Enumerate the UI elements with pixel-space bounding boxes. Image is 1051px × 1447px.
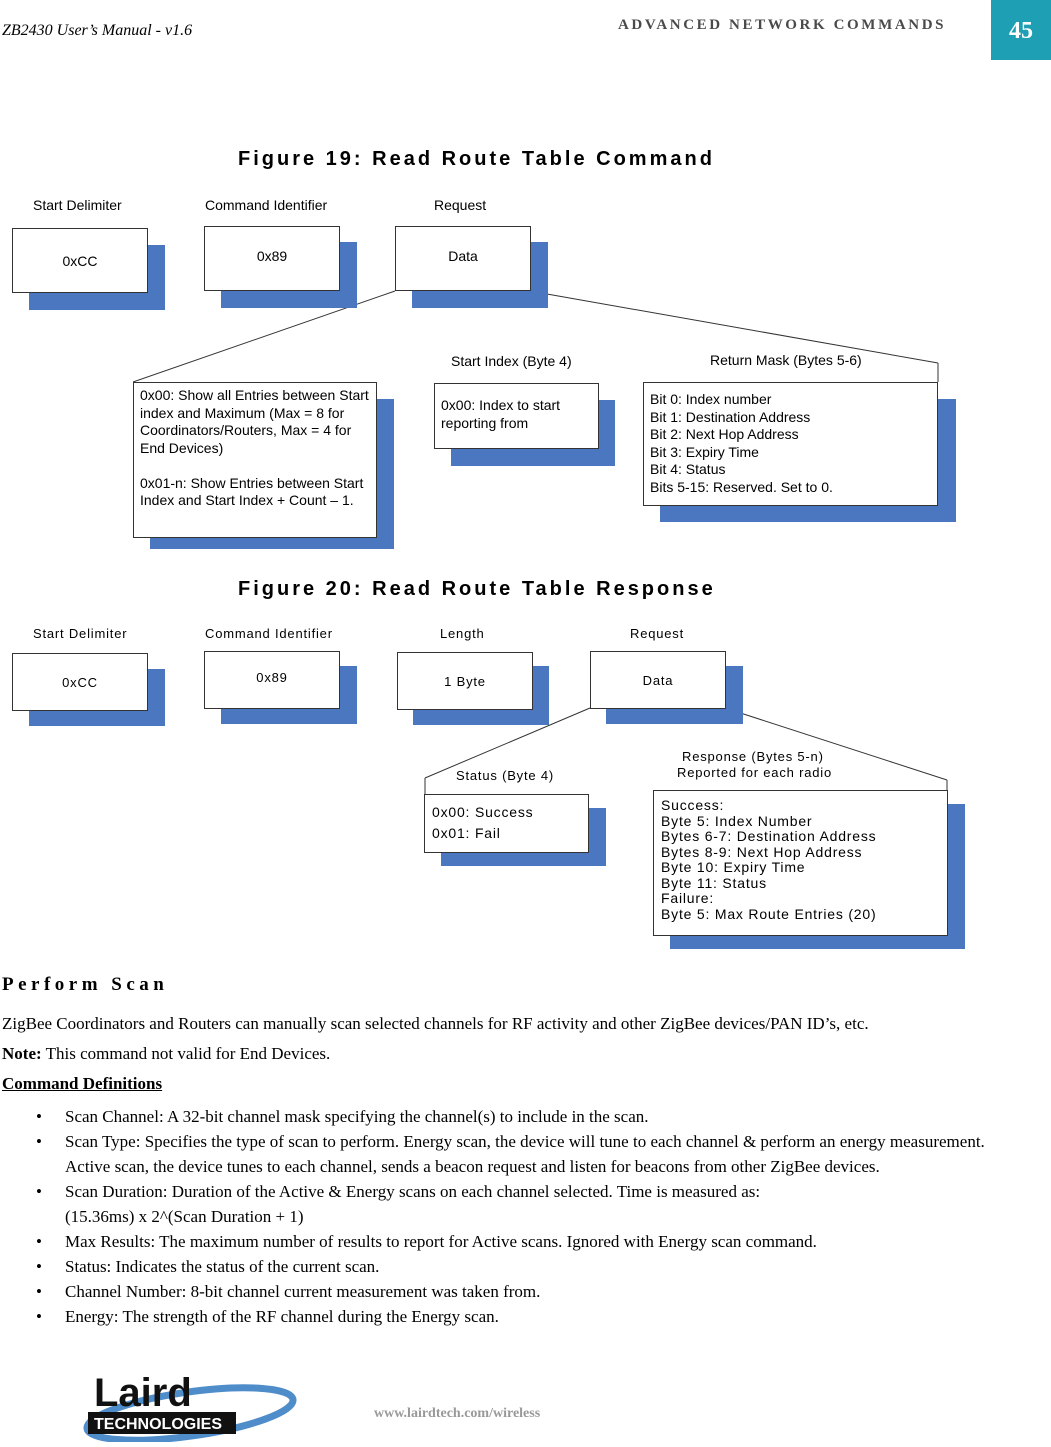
fig19-cmd-value: 0x89 <box>204 226 340 291</box>
fig20-status-text: 0x00: Success 0x01: Fail <box>424 794 589 853</box>
fig20-response-sublabel: Reported for each radio <box>677 765 832 780</box>
fig20-length-label: Length <box>440 626 485 641</box>
fig20-response-label: Response (Bytes 5-n) <box>682 749 824 764</box>
list-item: • Scan Type: Specifies the type of scan t… <box>36 1129 986 1179</box>
list-item: • Status: Indicates the status of the cur… <box>36 1254 986 1279</box>
figure-19-title: Figure 19: Read Route Table Command <box>238 148 715 170</box>
fig20-start-delimiter-label: Start Delimiter <box>33 626 128 641</box>
definitions-list: • Scan Channel: A 32-bit channel mask spe… <box>36 1104 986 1329</box>
fig20-request-label: Request <box>630 626 685 641</box>
fig20-response-text: Success: Byte 5: Index Number Bytes 6-7:… <box>653 790 948 936</box>
fig19-start-index-text: 0x00: Index to start reporting from <box>434 383 599 449</box>
list-item-text: Max Results: The maximum number of resul… <box>65 1232 817 1251</box>
list-item-text: Scan Duration: Duration of the Active & … <box>65 1182 761 1201</box>
fig20-cmd-value: 0x89 <box>204 651 340 709</box>
bullet-icon: • <box>36 1107 42 1126</box>
fig20-length-value: 1 Byte <box>397 652 533 710</box>
document-title: ZB2430 User’s Manual - v1.6 <box>2 22 193 39</box>
scan-duration-formula: (15.36ms) x 2^(Scan Duration + 1) <box>65 1207 304 1226</box>
laird-logo: Laird TECHNOLOGIES <box>80 1370 298 1444</box>
section-heading: Perform Scan <box>2 974 169 995</box>
list-item: • Energy: The strength of the RF channel … <box>36 1304 986 1329</box>
bullet-icon: • <box>36 1132 42 1151</box>
fig19-start-value: 0xCC <box>12 228 148 293</box>
intro-paragraph: ZigBee Coordinators and Routers can manu… <box>2 1014 869 1033</box>
page-number: 45 <box>991 0 1051 60</box>
fig19-return-mask-text: Bit 0: Index number Bit 1: Destination A… <box>643 382 938 506</box>
fig19-start-delimiter-label: Start Delimiter <box>33 197 122 213</box>
bullet-icon: • <box>36 1232 42 1251</box>
svg-text:TECHNOLOGIES: TECHNOLOGIES <box>94 1416 222 1433</box>
website-link[interactable]: www.lairdtech.com/wireless <box>374 1406 541 1421</box>
bullet-icon: • <box>36 1257 42 1276</box>
fig20-command-identifier-label: Command Identifier <box>205 626 333 641</box>
fig19-entries-text: 0x00: Show all Entries between Start ind… <box>133 382 377 538</box>
fig19-start-index-label: Start Index (Byte 4) <box>451 353 572 369</box>
figure-20-title: Figure 20: Read Route Table Response <box>238 578 716 600</box>
command-definitions-heading: Command Definitions <box>2 1074 163 1093</box>
note-paragraph: Note: This command not valid for End Dev… <box>2 1044 330 1064</box>
list-item-text: Channel Number: 8-bit channel current me… <box>65 1282 541 1301</box>
bullet-icon: • <box>36 1307 42 1326</box>
list-item: • Scan Channel: A 32-bit channel mask spe… <box>36 1104 986 1129</box>
note-label: Note: <box>2 1044 42 1063</box>
fig19-command-identifier-label: Command Identifier <box>205 197 328 213</box>
list-item: • Max Results: The maximum number of resu… <box>36 1229 986 1254</box>
list-item-text: Energy: The strength of the RF channel d… <box>65 1307 499 1326</box>
list-item: • Channel Number: 8-bit channel current m… <box>36 1279 986 1304</box>
fig20-data-value: Data <box>590 651 726 709</box>
fig19-return-mask-label: Return Mask (Bytes 5-6) <box>710 352 862 368</box>
bullet-icon: • <box>36 1182 42 1201</box>
fig19-request-label: Request <box>434 197 487 213</box>
section-title: ADVANCED NETWORK COMMANDS <box>618 17 947 33</box>
note-text: This command not valid for End Devices. <box>41 1044 331 1063</box>
list-item-text: Status: Indicates the status of the curr… <box>65 1257 380 1276</box>
fig20-status-label: Status (Byte 4) <box>456 768 554 783</box>
fig19-data-value: Data <box>395 226 531 291</box>
fig20-start-value: 0xCC <box>12 653 148 711</box>
svg-text:Laird: Laird <box>94 1371 192 1415</box>
list-item-text: Scan Channel: A 32-bit channel mask spec… <box>65 1107 649 1126</box>
list-item-text: Scan Type: Specifies the type of scan to… <box>65 1132 985 1176</box>
list-item: • Scan Duration: Duration of the Active &… <box>36 1179 986 1229</box>
bullet-icon: • <box>36 1282 42 1301</box>
